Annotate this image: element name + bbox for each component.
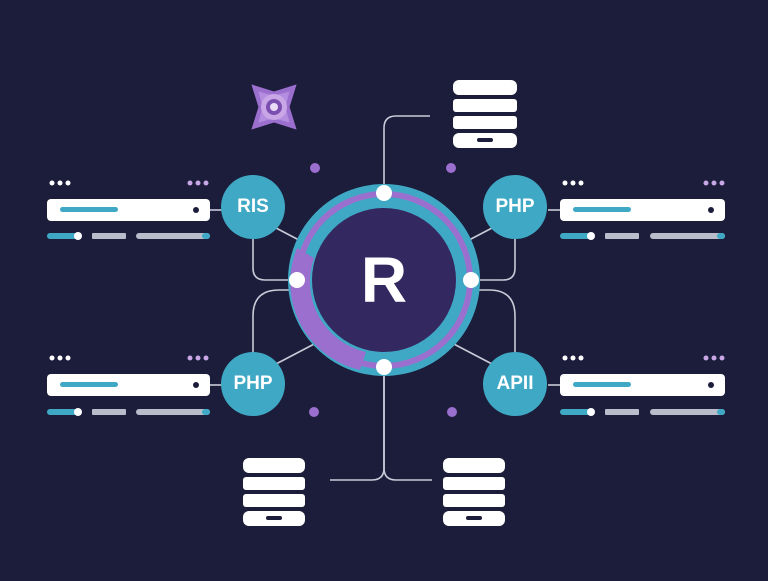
connector-lines — [210, 115, 560, 481]
node-php-right-circle — [483, 175, 547, 239]
decorative-dots — [309, 163, 457, 417]
node-php-right-label: PHP — [495, 196, 535, 217]
database-icon-bottom-left — [243, 458, 305, 526]
server-panel-right-bottom — [560, 355, 725, 416]
node-php-left-circle — [221, 352, 285, 416]
server-panel-left-top — [47, 180, 210, 240]
hub-dot-icon — [376, 185, 392, 201]
connector-php-left — [252, 289, 297, 355]
dot-icon — [446, 163, 456, 173]
node-apii-circle — [483, 352, 547, 416]
connector-apii — [471, 289, 516, 355]
server-panel-left-bottom — [47, 355, 210, 416]
connector-top-db — [383, 115, 430, 193]
dot-icon — [310, 163, 320, 173]
connector-ris — [252, 238, 297, 281]
center-label: R — [360, 244, 408, 316]
central-hub — [288, 184, 480, 376]
hub-dot-icon — [376, 359, 392, 375]
purple-star-logo-icon — [251, 84, 297, 130]
connector-apii-diag — [449, 341, 493, 365]
database-icon-top — [453, 80, 517, 148]
connector-bottom-db-right — [383, 367, 432, 481]
node-ris-label: RIS — [237, 196, 269, 217]
dot-icon — [447, 407, 457, 417]
server-panel-right-top — [560, 180, 725, 240]
connector-php-right — [471, 238, 516, 281]
connector-php-left-diag — [275, 341, 319, 365]
connector-bottom-db-left — [330, 367, 385, 481]
dot-icon — [309, 407, 319, 417]
node-ris-circle — [221, 175, 285, 239]
node-php-left-label: PHP — [233, 373, 273, 394]
node-apii-label: APII — [496, 373, 534, 394]
hub-dot-icon — [289, 272, 305, 288]
hub-dot-icon — [463, 272, 479, 288]
database-icon-bottom-right — [443, 458, 505, 526]
